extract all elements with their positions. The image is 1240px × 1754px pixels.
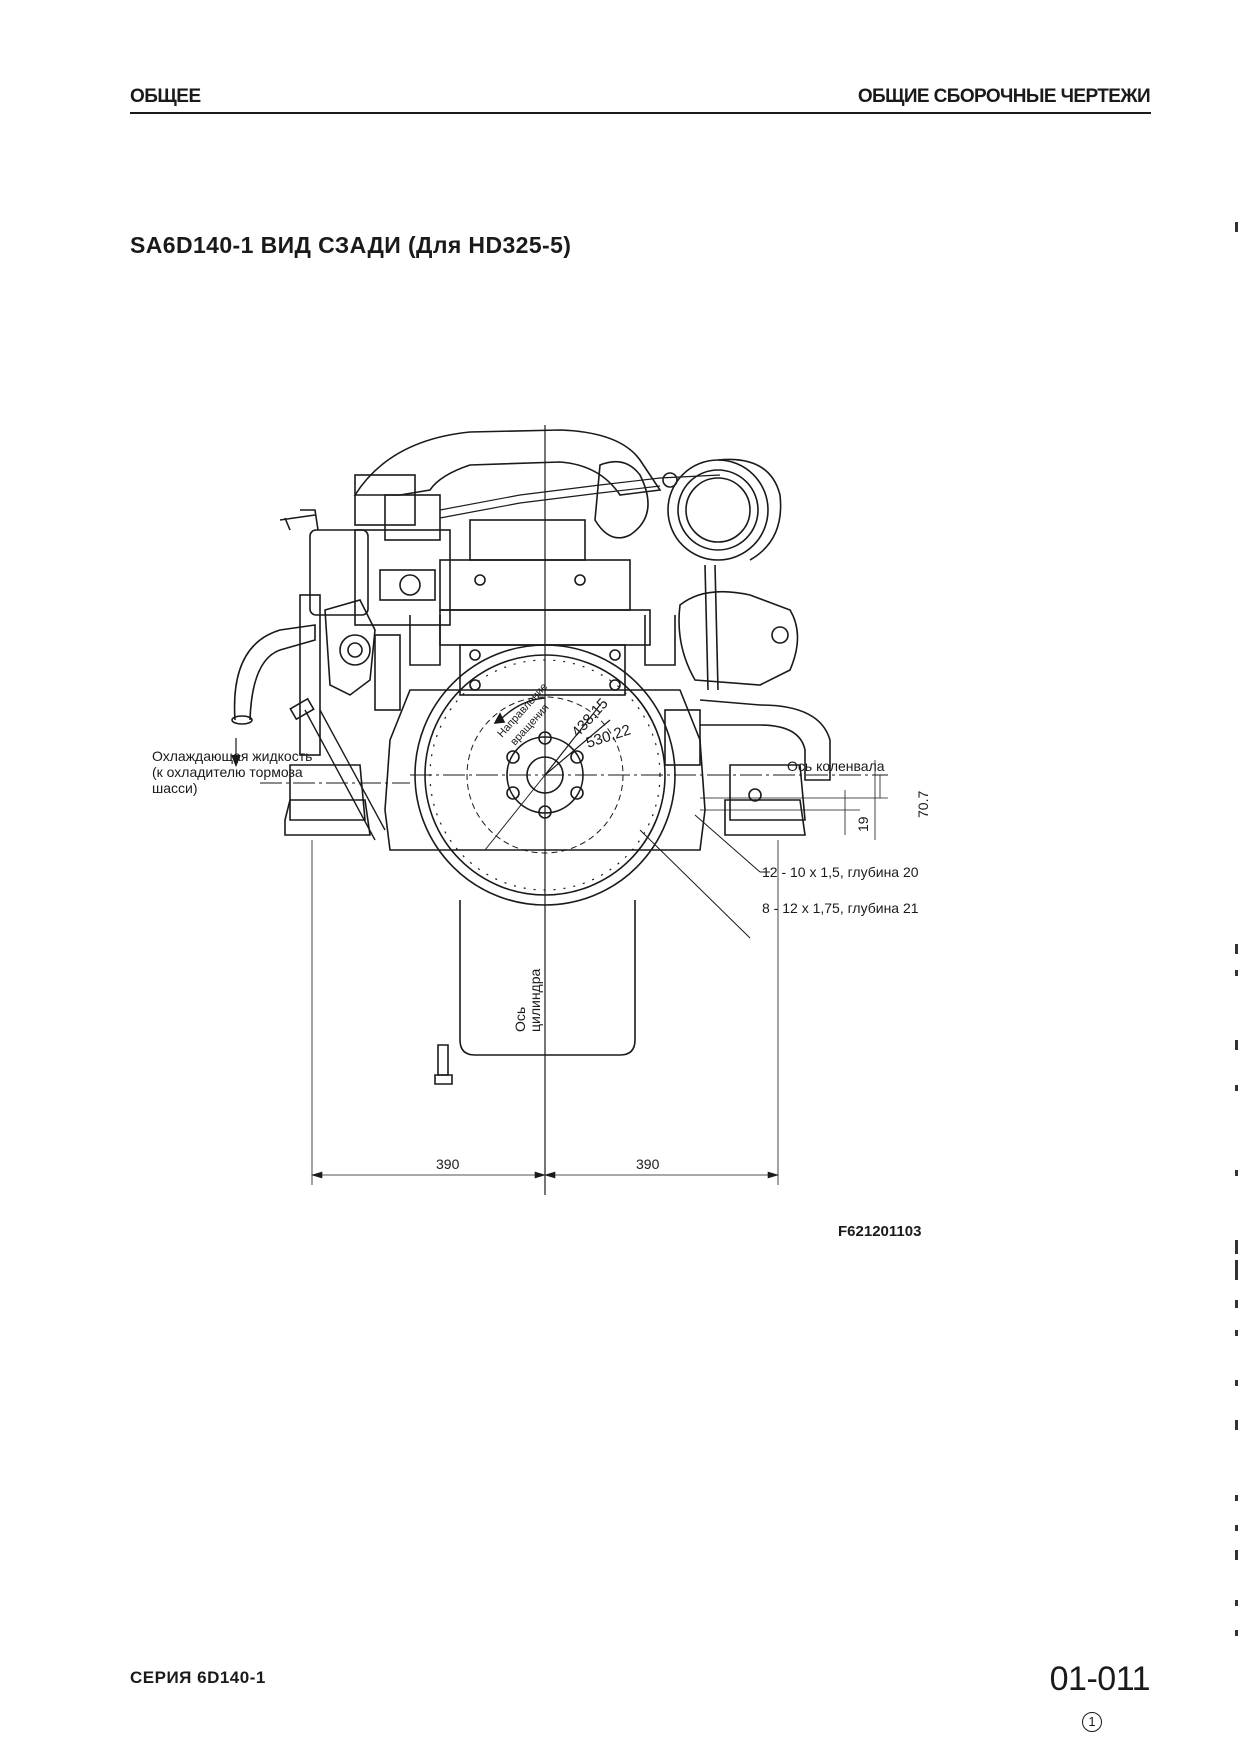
hole-spec-2: 8 - 12 x 1,75, глубина 21 (762, 900, 919, 916)
revision-mark: 1 (1082, 1712, 1102, 1732)
header-rule (130, 112, 1151, 114)
dim-left-390: 390 (436, 1156, 460, 1172)
dim-19: 19 (855, 816, 871, 832)
coolant-label-line2: (к охладителю тормоза (152, 764, 303, 780)
coolant-label-line3: шасси) (152, 780, 198, 796)
page-title: SA6D140-1 ВИД СЗАДИ (Для HD325-5) (130, 232, 572, 258)
header-chapter: ОБЩИЕ СБОРОЧНЫЕ ЧЕРТЕЖИ (857, 86, 1151, 107)
figure-code: F621201103 (838, 1223, 922, 1240)
engine-rear-view-drawing: Охлаждающая жидкость (к охладителю тормо… (140, 420, 1000, 1205)
crankshaft-axis-label: Ось коленвала (787, 758, 885, 774)
page-edge-marks (1232, 0, 1240, 1754)
hole-spec-1: 12 - 10 x 1,5, глубина 20 (762, 864, 919, 880)
dim-right-390: 390 (636, 1156, 660, 1172)
coolant-label-line1: Охлаждающая жидкость (152, 748, 312, 764)
page-number: 01-011 (1049, 1660, 1151, 1698)
dim-70-7: 70.7 (915, 791, 931, 818)
cylinder-axis-label-line1: Ось (512, 1007, 528, 1032)
header-section: ОБЩЕЕ (130, 86, 201, 107)
cylinder-axis-label-line2: цилиндра (527, 968, 543, 1032)
footer-series: СЕРИЯ 6D140-1 (130, 1668, 266, 1687)
